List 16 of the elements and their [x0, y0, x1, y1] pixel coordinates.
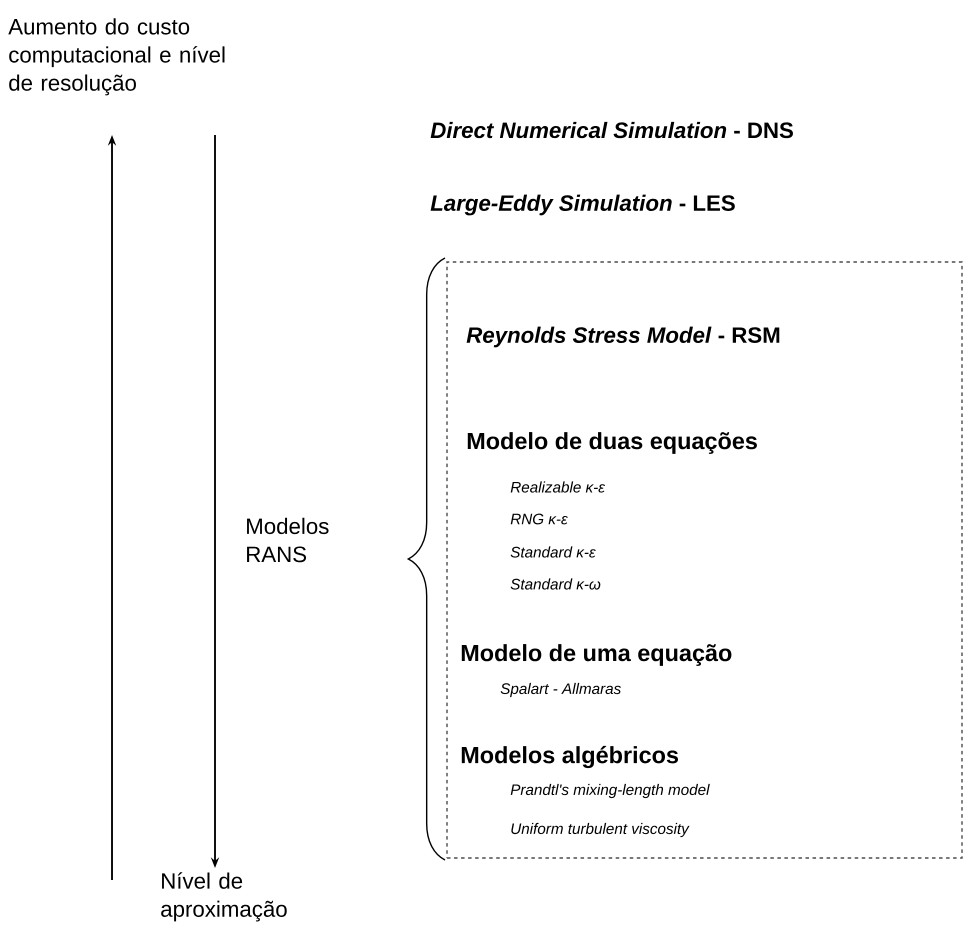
- model-name: Standard κ-ε: [510, 546, 596, 558]
- model-heading: Modelos algébricos: [462, 746, 678, 768]
- model-name: Uniform turbulent viscosity: [511, 822, 690, 838]
- method-label: Large-Eddy Simulation - LES: [430, 194, 735, 216]
- group-label: Modelos RANS: [247, 518, 329, 562]
- model-name: Spalart - Allmaras: [500, 682, 621, 698]
- model-heading: Modelo de uma equação: [462, 644, 732, 666]
- axis-label: Nível de aproximação: [161, 872, 287, 922]
- model-name: Prandtl's mixing-length model: [510, 784, 710, 798]
- model-name: Realizable κ-ε: [510, 481, 606, 493]
- model-name: RNG κ-ε: [510, 514, 568, 524]
- method-label: Direct Numerical Simulation - DNS: [430, 122, 793, 138]
- model-name: Standard κ-ω: [510, 578, 600, 590]
- axis-label: Aumento do custo computacional e nível de resolução: [8, 18, 224, 96]
- model-heading: Reynolds Stress Model - RSM: [466, 326, 780, 348]
- model-heading: Modelo de duas equações: [468, 432, 757, 454]
